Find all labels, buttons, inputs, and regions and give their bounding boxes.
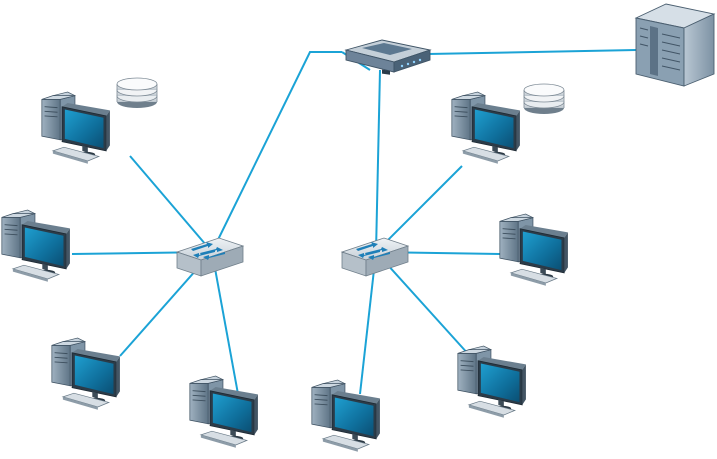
link-switch-right-to-ws-right-server: [376, 166, 462, 252]
link-switch-left-to-pc-left-3: [212, 252, 238, 394]
storage-disks-icon-ws-right-server: [524, 84, 564, 114]
node-pc-left-2-icon: [52, 338, 120, 410]
link-router-to-switch-right: [376, 70, 380, 252]
node-layer: [2, 4, 714, 452]
node-pc-left-1-icon: [2, 210, 70, 282]
node-pc-right-2-icon: [458, 346, 526, 418]
link-router-to-switch-left: [212, 52, 342, 252]
node-router-icon: [346, 40, 430, 75]
node-switch-right-icon: [342, 238, 408, 276]
storage-disks-icon-ws-left-server: [117, 78, 157, 108]
node-ws-right-server-icon: [452, 92, 520, 164]
node-pc-right-1-icon: [500, 214, 568, 286]
node-pc-right-3-icon: [312, 380, 380, 452]
node-pc-left-3-icon: [190, 376, 258, 448]
node-switch-left-icon: [177, 238, 243, 276]
link-router-to-server: [428, 50, 636, 54]
link-switch-left-to-ws-left-server: [130, 156, 212, 252]
node-ws-left-server-icon: [42, 92, 110, 164]
node-server-icon: [636, 4, 714, 86]
